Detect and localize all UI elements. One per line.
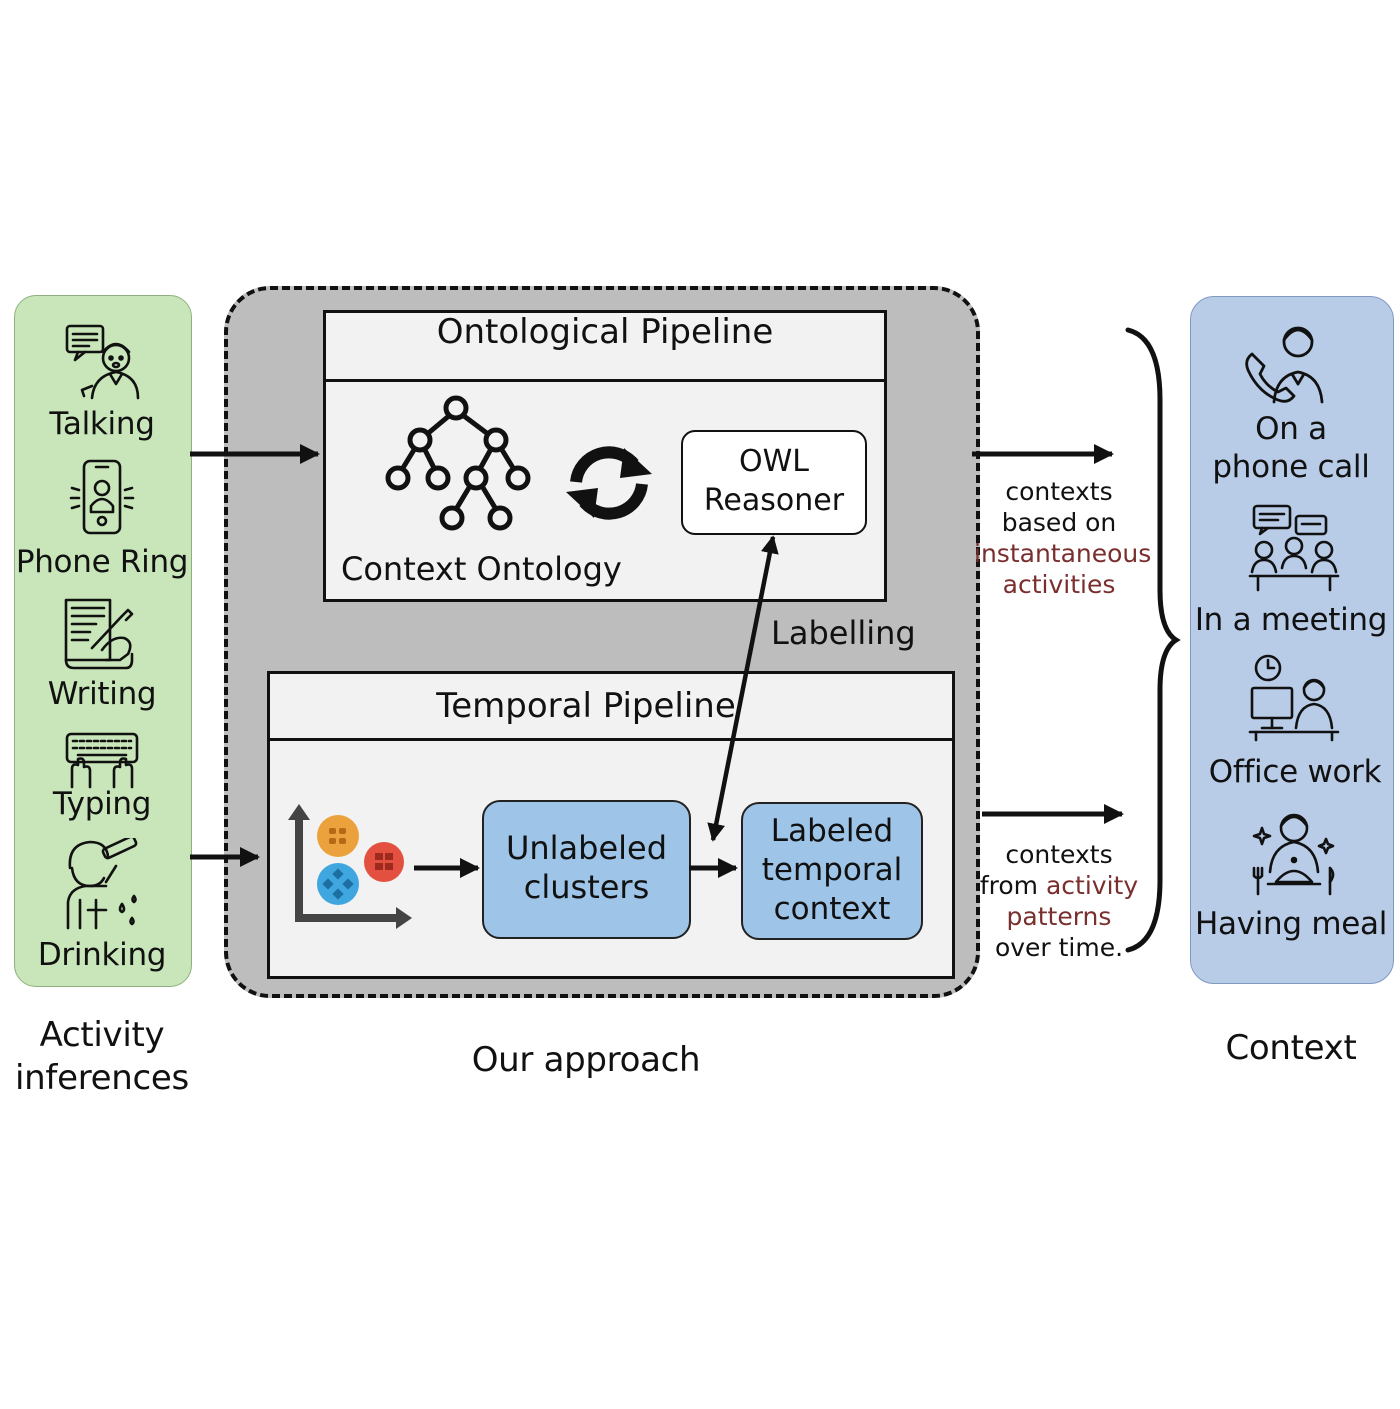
ontological-divider	[323, 379, 884, 382]
annotation-patterns: contexts from activity patterns over tim…	[979, 840, 1139, 962]
cluster-scatter-icon	[284, 804, 416, 934]
context-label-office-work: Office work	[1208, 754, 1382, 790]
labeled-temporal-context-label: Labeled temporal context	[761, 813, 903, 927]
activity-panel	[14, 295, 192, 987]
activity-label-typing: Typing	[52, 786, 152, 822]
context-label-phone-call: On a phone call	[1212, 411, 1370, 485]
annotation-instantaneous-highlight: instantaneous activities	[974, 539, 1152, 599]
activity-caption: Activity inferences	[15, 1015, 189, 1098]
ringing-phone-icon	[66, 458, 138, 536]
unlabeled-clusters-label: Unlabeled clusters	[505, 829, 668, 906]
meeting-icon	[1248, 502, 1340, 592]
context-panel	[1190, 296, 1394, 984]
keyboard-typing-icon	[64, 731, 140, 789]
phone-call-icon	[1240, 318, 1334, 404]
labelling-label: Labelling	[771, 614, 916, 652]
writing-hand-icon	[62, 596, 138, 670]
activity-label-drinking: Drinking	[37, 937, 167, 973]
annotation-instantaneous: contexts based on instantaneous activiti…	[974, 477, 1152, 599]
arrow-labelling	[707, 535, 779, 842]
owl-reasoner-label: OWL Reasoner	[703, 444, 845, 518]
activity-label-writing: Writing	[47, 676, 157, 712]
ontology-tree-icon	[380, 392, 536, 534]
meal-icon	[1248, 808, 1340, 900]
temporal-title: Temporal Pipeline	[436, 686, 736, 726]
context-caption: Context	[1225, 1028, 1357, 1068]
ontological-title: Ontological Pipeline	[436, 312, 774, 352]
temporal-divider	[267, 738, 952, 741]
context-ontology-label: Context Ontology	[341, 550, 622, 588]
drinking-person-icon	[60, 835, 144, 930]
activity-label-phone-ring: Phone Ring	[15, 544, 189, 580]
activity-label-talking: Talking	[49, 406, 155, 442]
office-work-icon	[1248, 652, 1340, 742]
annotation-patterns-highlight: activity patterns	[1006, 871, 1139, 931]
context-curly-brace	[1125, 327, 1181, 953]
sync-icon	[560, 442, 658, 524]
context-label-meeting: In a meeting	[1194, 602, 1388, 638]
unlabeled-clusters-box	[482, 800, 691, 939]
approach-caption: Our approach	[471, 1040, 701, 1080]
owl-reasoner-box	[681, 430, 867, 535]
context-label-having-meal: Having meal	[1194, 906, 1388, 942]
talking-person-icon	[64, 322, 140, 400]
